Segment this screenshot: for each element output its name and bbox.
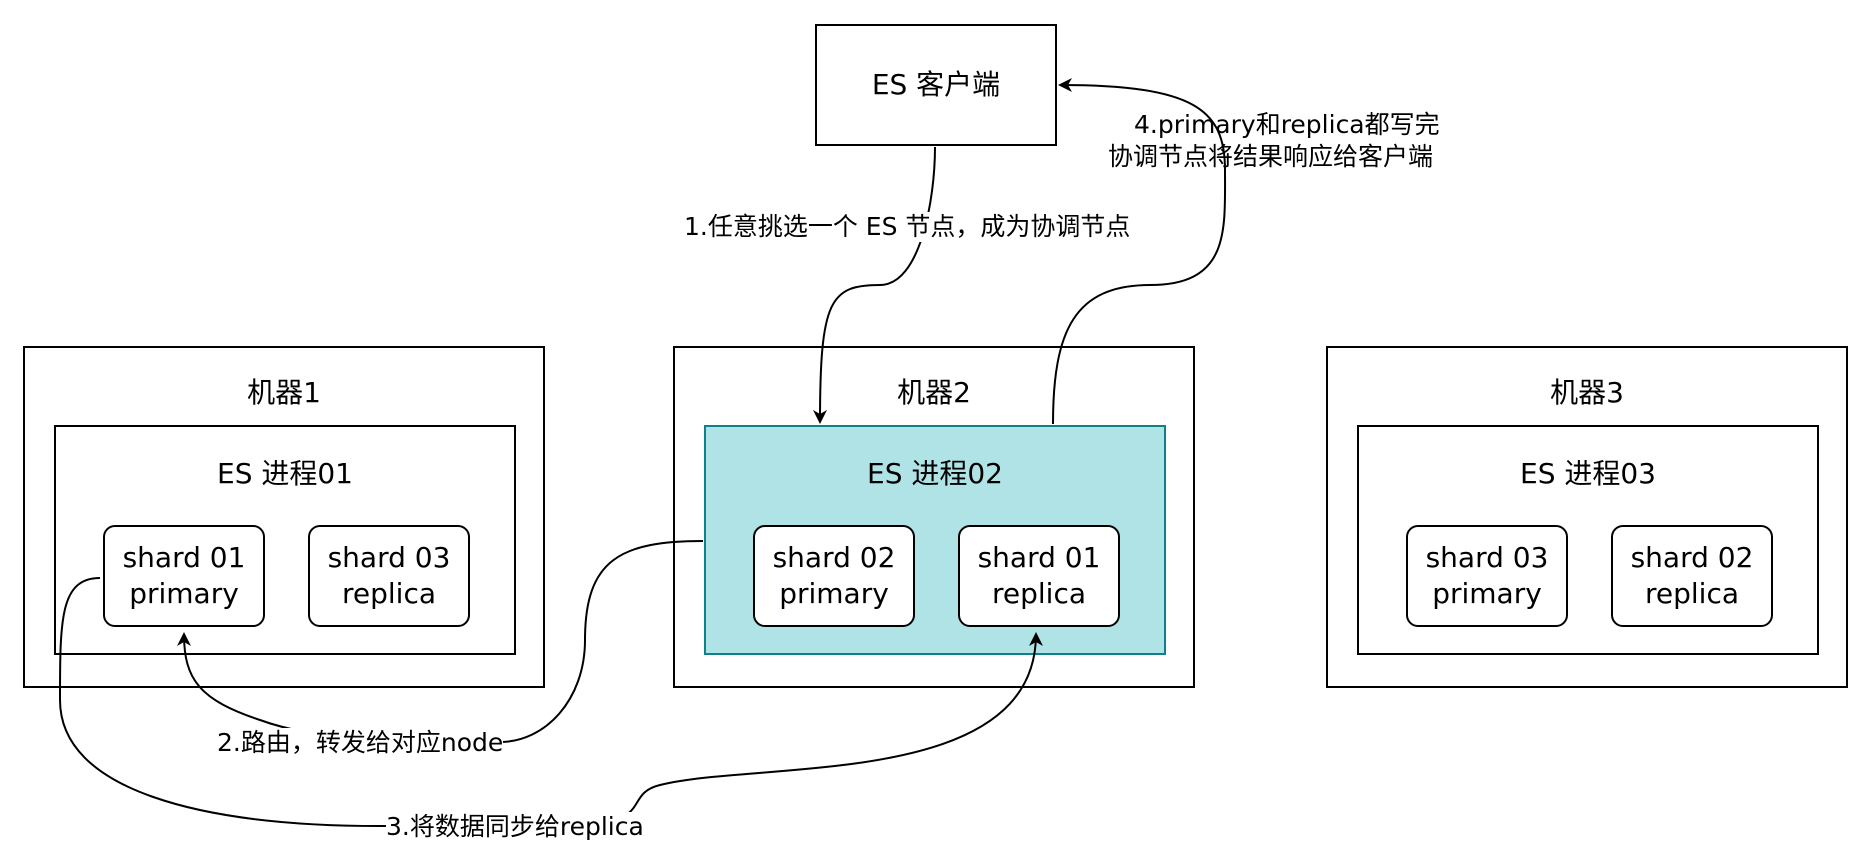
shard-id: shard 02 xyxy=(1630,541,1754,574)
shard-role: replica xyxy=(1644,577,1739,610)
edge-label-step3: 3.将数据同步给replica xyxy=(386,812,644,842)
shard-03-replica-node: shard 03 replica xyxy=(308,525,470,627)
edge-label-step2: 2.路由，转发给对应node xyxy=(217,728,504,758)
edge-label-step4-line1: 4.primary和replica都写完 xyxy=(1134,110,1440,139)
machine-3-title: 机器3 xyxy=(1550,376,1624,409)
machine-2-title: 机器2 xyxy=(897,376,971,409)
es-process-03: ES 进程03 shard 03 primary shard 02 replic… xyxy=(1357,425,1819,655)
es-process-01: ES 进程01 shard 01 primary shard 03 replic… xyxy=(54,425,516,655)
shard-id: shard 03 xyxy=(327,541,451,574)
shard-id: shard 01 xyxy=(122,541,246,574)
es-process-01-title: ES 进程01 xyxy=(217,457,353,490)
shard-id: shard 02 xyxy=(772,541,896,574)
machine-2-container: 机器2 ES 进程02 shard 02 primary shard 01 re… xyxy=(673,346,1195,688)
edge-step2-route-to-primary xyxy=(177,540,704,744)
machine-1-container: 机器1 ES 进程01 shard 01 primary shard 03 re… xyxy=(23,346,545,688)
es-process-02: ES 进程02 shard 02 primary shard 01 replic… xyxy=(704,425,1166,655)
es-process-03-title: ES 进程03 xyxy=(1520,457,1656,490)
es-client-label: ES 客户端 xyxy=(871,68,1001,101)
es-process-02-title: ES 进程02 xyxy=(867,457,1003,490)
es-client-node: ES 客户端 xyxy=(815,24,1057,146)
shard-role: primary xyxy=(779,577,889,610)
edge-label-step1: 1.任意挑选一个 ES 节点，成为协调节点 xyxy=(684,212,1131,242)
shard-03-primary-node: shard 03 primary xyxy=(1406,525,1568,627)
shard-01-replica-node: shard 01 replica xyxy=(958,525,1120,627)
shard-role: replica xyxy=(991,577,1086,610)
shard-role: replica xyxy=(341,577,436,610)
shard-id: shard 01 xyxy=(977,541,1101,574)
shard-role: primary xyxy=(129,577,239,610)
shard-02-replica-node: shard 02 replica xyxy=(1611,525,1773,627)
edge-step3-sync-to-replica xyxy=(58,577,1043,827)
shard-id: shard 03 xyxy=(1425,541,1549,574)
edge-step1-client-to-coordinator xyxy=(813,146,936,424)
edge-label-step4-line2: 协调节点将结果响应给客户端 xyxy=(1108,142,1434,171)
machine-1-title: 机器1 xyxy=(247,376,321,409)
edge-step4-coordinator-to-client xyxy=(1052,78,1227,425)
shard-role: primary xyxy=(1432,577,1542,610)
shard-01-primary-node: shard 01 primary xyxy=(103,525,265,627)
machine-3-container: 机器3 ES 进程03 shard 03 primary shard 02 re… xyxy=(1326,346,1848,688)
shard-02-primary-node: shard 02 primary xyxy=(753,525,915,627)
